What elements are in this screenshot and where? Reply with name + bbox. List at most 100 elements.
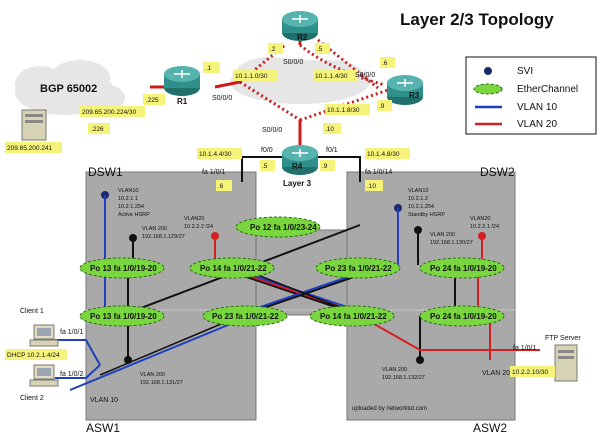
legend: SVI EtherChannel VLAN 10 VLAN 20 [465, 56, 597, 135]
asw1-vlan10-label: VLAN 10 [90, 397, 118, 404]
bgp-ip-225: .225 [146, 97, 159, 104]
legend-etherchannel-label: EtherChannel [517, 84, 578, 95]
asw1-vlan200-name: VLAN 200 [140, 372, 165, 378]
etherchannel-po24-bottom[interactable] [419, 305, 505, 327]
bgp-label: BGP 65002 [40, 83, 97, 95]
r4-ip10: .10 [325, 126, 334, 133]
etherchannel-po24-top-label: Po 24 fa 1/0/19-20 [430, 264, 497, 273]
router-r1-icon[interactable] [164, 66, 200, 96]
bgp-server-icon [21, 109, 47, 141]
router-r3-icon[interactable] [387, 75, 423, 105]
svi-icon [484, 67, 492, 75]
router-r3-label: R3 [409, 91, 420, 100]
etherchannel-po13-bottom-label: Po 13 fa 1/0/19-20 [90, 312, 157, 321]
etherchannel-po23-top[interactable] [315, 257, 401, 279]
etherchannel-po12-label: Po 12 fa 1/0/23-24 [250, 223, 317, 232]
r3-ip9: .9 [379, 103, 385, 110]
r2-ip2: .2 [270, 46, 276, 53]
router-r2-label: R2 [297, 33, 308, 42]
router-r2-icon[interactable] [282, 11, 318, 41]
etherchannel-po23-top-label: Po 23 fa 1/0/21-22 [325, 264, 392, 273]
net-r4dsw2: 10.1.4.8/30 [367, 151, 400, 158]
dsw1-port: fa 1/0/1 [202, 169, 225, 176]
ftp-server-icon[interactable] [554, 344, 578, 382]
etherchannel-po14-bottom-label: Po 14 fa 1/0/21-22 [320, 312, 387, 321]
dsw2-label: DSW2 [480, 165, 515, 179]
dsw1-label: DSW1 [88, 165, 123, 179]
asw2-vlan20-label: VLAN 20 [482, 370, 510, 377]
net-r4dsw1: 10.1.4.4/30 [199, 151, 232, 158]
r4-f00: f0/0 [261, 147, 273, 154]
svg-text:VLAN10: VLAN10 [118, 188, 139, 194]
legend-svi-label: SVI [517, 66, 533, 77]
client1-computer-icon[interactable] [29, 324, 59, 347]
r4-ip9: .9 [322, 163, 328, 170]
client2-port: fa 1/0/2 [60, 371, 83, 378]
r3-s000: S0/0/0 [355, 72, 375, 79]
net-r1r2: 10.1.1.0/30 [235, 73, 268, 80]
r1-s000: S0/0/0 [212, 95, 232, 102]
asw2-vlan200-name: VLAN 200 [382, 367, 407, 373]
client2-label: Client 2 [20, 395, 44, 402]
bgp-server-ip: 209.65.200.241 [7, 145, 53, 152]
asw2-vlan200-ip: 192.168.1.132/27 [382, 375, 425, 381]
dsw1-vlan200-name: VLAN 200 [142, 226, 167, 232]
credit-text: uploaded by networktut.com [352, 406, 427, 412]
dsw2-vlan10-ip: 10.2.1.2 [408, 196, 428, 202]
r2-s000: S0/0/0 [283, 59, 303, 66]
ftp-server-port: fa 1/0/1 [513, 345, 536, 352]
dsw2-vlan200-name: VLAN 200 [430, 232, 455, 238]
dsw2-vlan10-vip: 10.2.1.254 [408, 204, 434, 210]
r1-ip1: .1 [206, 65, 212, 72]
client-dhcp-label: DHCP 10.2.1.4/24 [7, 352, 60, 359]
asw2-vlan200-svi-icon [416, 356, 424, 364]
client1-label: Client 1 [20, 308, 44, 315]
etherchannel-po24-bottom-label: Po 24 fa 1/0/19-20 [430, 312, 497, 321]
dsw2-port: fa 1/0/14 [365, 169, 392, 176]
dsw1-vlan10-vip: 10.2.1.254 [118, 204, 144, 210]
router-r1-label: R1 [177, 97, 188, 106]
net-r2r3: 10.1.1.4/30 [315, 73, 348, 80]
asw1-label: ASW1 [86, 421, 120, 435]
dsw2-vlan20-ip: 10.2.2.1 /24 [470, 224, 499, 230]
dsw2-vlan10-name: VLAN10 [408, 188, 429, 194]
dsw2-vlan10-hsrp: Standby HSRP [408, 212, 445, 218]
dsw1-vlan10-ip: 10.2.1.1 [118, 196, 138, 202]
dsw2-ip: .10 [367, 183, 376, 190]
dsw2-vlan20-name: VLAN20 [470, 216, 491, 222]
switch-box-dsw2-asw2 [346, 171, 516, 421]
bgp-ip-226: .226 [91, 126, 104, 133]
ftp-server-ip: 10.2.2.10/30 [512, 369, 549, 376]
etherchannel-po12[interactable] [235, 216, 321, 238]
router-r4-icon[interactable] [282, 145, 318, 175]
etherchannel-po13-top-label: Po 13 fa 1/0/19-20 [90, 264, 157, 273]
etherchannel-po23-bottom[interactable] [202, 305, 288, 327]
etherchannel-po14-top-label: Po 14 fa 1/0/21-22 [200, 264, 267, 273]
client2-computer-icon[interactable] [29, 364, 59, 387]
dsw1-vlan10-hsrp: Active HSRP [118, 212, 150, 218]
net-r3r4: 10.1.1.8/30 [327, 107, 360, 114]
legend-vlan20-label: VLAN 20 [517, 119, 557, 130]
r4-s000: S0/0/0 [262, 127, 282, 134]
dsw1-vlan200-ip: 192.168.1.129/27 [142, 234, 185, 240]
etherchannel-po13-bottom[interactable] [79, 305, 165, 327]
router-r4-label: R4 [292, 162, 303, 171]
asw1-vlan200-ip: 192.168.1.131/27 [140, 380, 183, 386]
r2-ip5: .5 [317, 46, 323, 53]
dsw1-vlan20-name: VLAN20 [184, 216, 205, 222]
asw2-label: ASW2 [473, 421, 507, 435]
etherchannel-po24-top[interactable] [419, 257, 505, 279]
etherchannel-po13-top[interactable] [79, 257, 165, 279]
ftp-server-label: FTP Server [545, 335, 581, 342]
router-r4-caption: Layer 3 [283, 179, 312, 188]
etherchannel-po14-top[interactable] [189, 257, 275, 279]
asw1-vlan200-svi-icon [124, 356, 132, 364]
dsw1-vlan20-ip: 10.2.2.2 /24 [184, 224, 213, 230]
etherchannel-po14-bottom[interactable] [309, 305, 395, 327]
r4-f01: f0/1 [326, 147, 338, 154]
diagram-title: Layer 2/3 Topology [400, 10, 554, 29]
dsw2-vlan200-ip: 192.168.1.130/27 [430, 240, 473, 246]
r4-ip5: .5 [262, 163, 268, 170]
dsw1-vlan10-name: VLAN10 [118, 188, 139, 194]
